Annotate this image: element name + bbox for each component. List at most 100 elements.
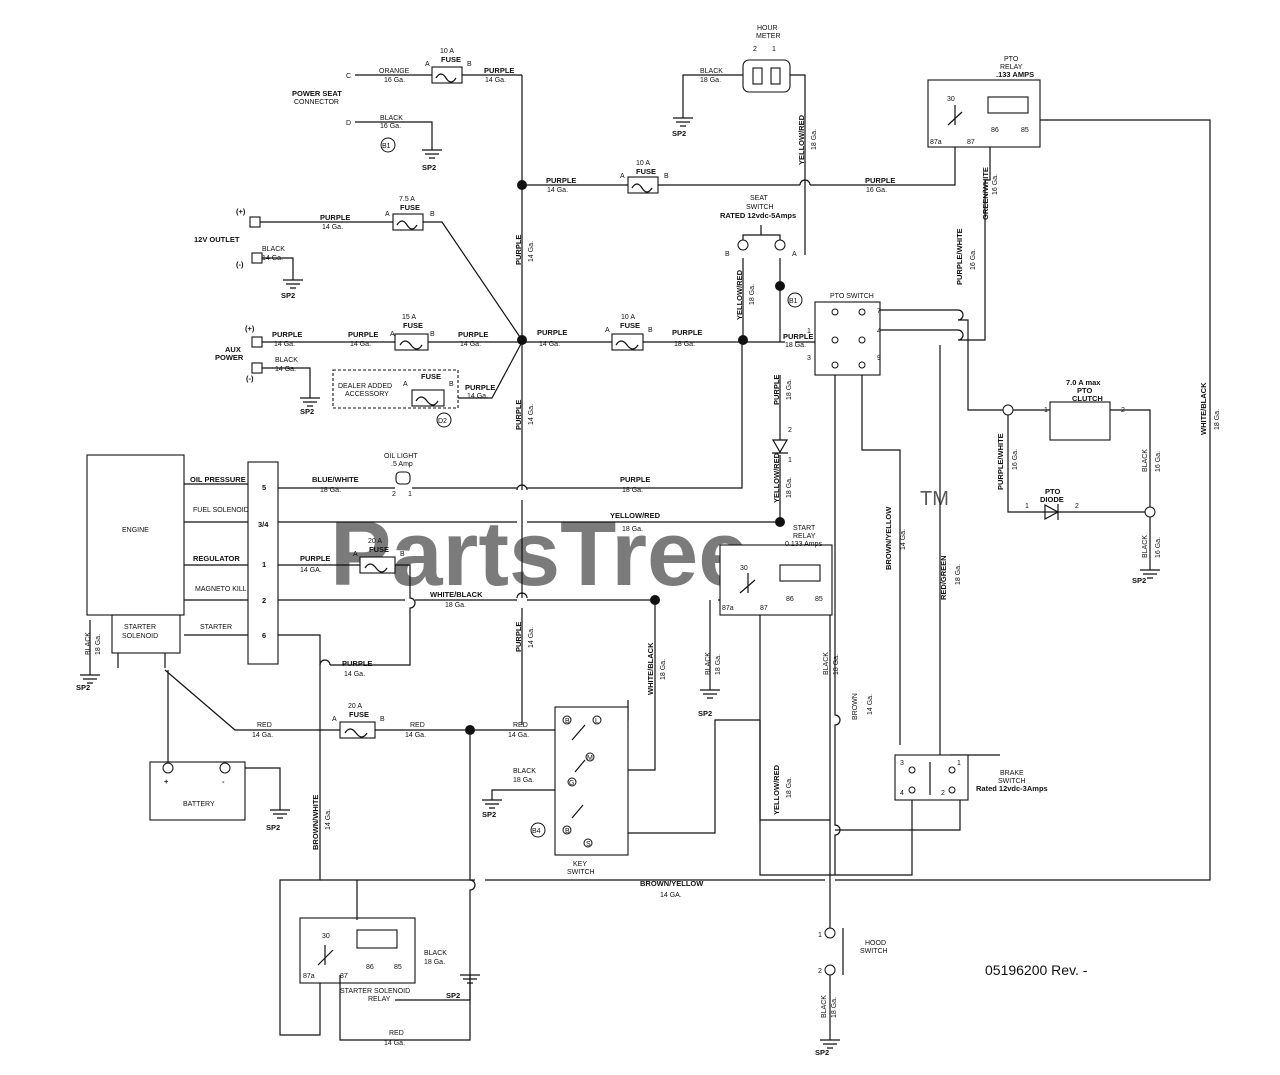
pin-number: 6	[262, 631, 266, 640]
pin-letter: A	[332, 716, 337, 723]
ground-label: SP2	[482, 810, 496, 819]
wire-gauge: 18 Ga.	[622, 526, 643, 533]
battery-label: BATTERY	[183, 801, 215, 808]
key-pin: M	[587, 755, 593, 762]
relay-pin: 85	[1021, 127, 1029, 134]
wire-label: PURPLE	[620, 475, 650, 484]
wire-gauge: 14 GA.	[300, 567, 322, 574]
connector-b1: B1	[789, 298, 798, 305]
key-pin: G	[569, 780, 574, 787]
outlet-label: 12V OUTLET	[194, 235, 240, 244]
relay-pin: 86	[366, 964, 374, 971]
wire-label: PURPLE	[772, 375, 781, 405]
wire-label: PURPLE	[783, 332, 813, 341]
starter-solenoid-relay: 30 87a 87 86 85 STARTER SOLENOID RELAY	[299, 880, 471, 1041]
wire-labels: ORANGE 16 Ga. PURPLE 14 Ga. BLACK 16 Ga.…	[252, 66, 895, 1047]
starter-relay-label: RELAY	[368, 996, 391, 1003]
pin-number: 2	[818, 968, 822, 975]
brake-switch-label: BRAKE	[1000, 770, 1024, 777]
ground-label: SP2	[446, 991, 460, 1000]
start-relay-rating: 0.133 Amps	[785, 541, 822, 548]
pto-clutch-label: PTO	[1077, 386, 1092, 395]
hood-switch-label: HOOD	[865, 940, 886, 947]
wire-label: BROWN/WHITE	[311, 795, 320, 850]
wire-gauge: 18 Ga.	[513, 777, 534, 784]
wire-label: PURPLE	[514, 235, 523, 265]
relay-pin: 86	[786, 596, 794, 603]
pin-letter: B	[648, 327, 653, 334]
wire-label: YELLOW/RED	[797, 114, 806, 165]
pin-starter: STARTER	[200, 624, 232, 631]
wire-gauge: 14 Ga.	[467, 393, 488, 400]
wire-gauge: 14 Ga.	[528, 241, 535, 262]
pin-letter: A	[353, 551, 358, 558]
fuse-label: FUSE	[441, 55, 461, 64]
pin-number: 1	[788, 457, 792, 464]
pin-letter: B	[430, 211, 435, 218]
starter-solenoid-label: STARTER	[124, 624, 156, 631]
hood-switch: 1 2 HOOD SWITCH	[818, 927, 888, 976]
wire-label: YELLOW/RED	[772, 452, 781, 503]
wire-gauge: 14 Ga.	[539, 341, 560, 348]
ground-label: SP2	[1132, 576, 1146, 585]
wire-gauge: 18 Ga.	[700, 77, 721, 84]
wire-label: YELLOW/RED	[772, 764, 781, 815]
starter-solenoid-label: SOLENOID	[122, 633, 158, 640]
connector-pin: C	[346, 73, 351, 80]
engine: ENGINE STARTER SOLENOID OIL PRESSURE FUE…	[86, 454, 279, 668]
relay-pin: 85	[815, 596, 823, 603]
pin-oil-pressure: OIL PRESSURE	[190, 475, 246, 484]
fuse-label: FUSE	[369, 545, 389, 554]
wire-label: BROWN	[852, 693, 859, 720]
wire-gauge: 18 Ga.	[1214, 409, 1221, 430]
wire-gauge: 18 Ga.	[786, 477, 793, 498]
pin-number: 2	[392, 491, 396, 498]
fuse-rating: 7.5 A	[399, 196, 415, 203]
starter-relay-label: STARTER SOLENOID	[340, 988, 410, 995]
pin-letter: A	[605, 327, 610, 334]
pto-clutch: 7.0 A max PTO CLUTCH 1 2 PTO DIODE 1 2	[1025, 378, 1125, 521]
wire-label: PURPLE	[484, 66, 514, 75]
fuse-label: FUSE	[349, 710, 369, 719]
relay-pin: 86	[991, 127, 999, 134]
wire-gauge: 14 Ga.	[528, 627, 535, 648]
fuses: 10 A FUSE 10 A FUSE 7.5 A FUSE 15 A FUSE…	[332, 48, 659, 739]
wire-gauge: 16 Ga.	[1012, 449, 1019, 470]
ground-label: SP2	[815, 1048, 829, 1057]
fuse-rating: 10 A	[636, 160, 650, 167]
pin-letter: A	[425, 61, 430, 68]
pin-number: 3	[807, 355, 811, 362]
wire-label: PURPLE	[865, 176, 895, 185]
battery-pos: +	[164, 777, 169, 786]
wire-label: BLACK	[85, 632, 92, 655]
pin-number: 1	[1044, 407, 1048, 414]
wire-gauge: 16 Ga.	[992, 174, 999, 195]
start-relay: START RELAY 0.133 Amps 30 87a 87 86 85	[719, 525, 833, 616]
wire-gauge: 18 Ga.	[95, 634, 102, 655]
power-seat-connector: POWER SEAT CONNECTOR C D B1	[292, 73, 396, 153]
pin-letter: A	[792, 251, 797, 258]
wire-label: RED	[410, 722, 425, 729]
wire-gauge: 14 Ga.	[547, 187, 568, 194]
relay-pin: 85	[394, 964, 402, 971]
wire-gauge: 14 Ga.	[460, 341, 481, 348]
key-pin: B	[565, 828, 570, 835]
battery: + - BATTERY	[149, 761, 246, 821]
wire-label: BLACK	[821, 995, 828, 1018]
connector-pin: D	[346, 120, 351, 127]
dealer-accessory-label: DEALER ADDED	[338, 383, 392, 390]
wire-label: YELLOW/RED	[610, 511, 661, 520]
wire-label: BLACK	[823, 652, 830, 675]
wire-gauge: 18 Ga.	[660, 659, 667, 680]
wire-label: ORANGE	[379, 68, 410, 75]
aux-label: AUX	[225, 345, 241, 354]
wire-label: BLACK	[705, 652, 712, 675]
wire-gauge: 14 Ga.	[900, 529, 907, 550]
wire-gauge: 14 Ga.	[867, 694, 874, 715]
wire-label: BROWN/YELLOW	[640, 879, 704, 888]
wire-gauge: 18 Ga.	[811, 129, 818, 150]
wire-label: RED	[513, 722, 528, 729]
wire-label: BLACK	[424, 950, 447, 957]
wire-gauge: 14 GA.	[660, 892, 682, 899]
pin-number: 3/4	[258, 520, 269, 529]
